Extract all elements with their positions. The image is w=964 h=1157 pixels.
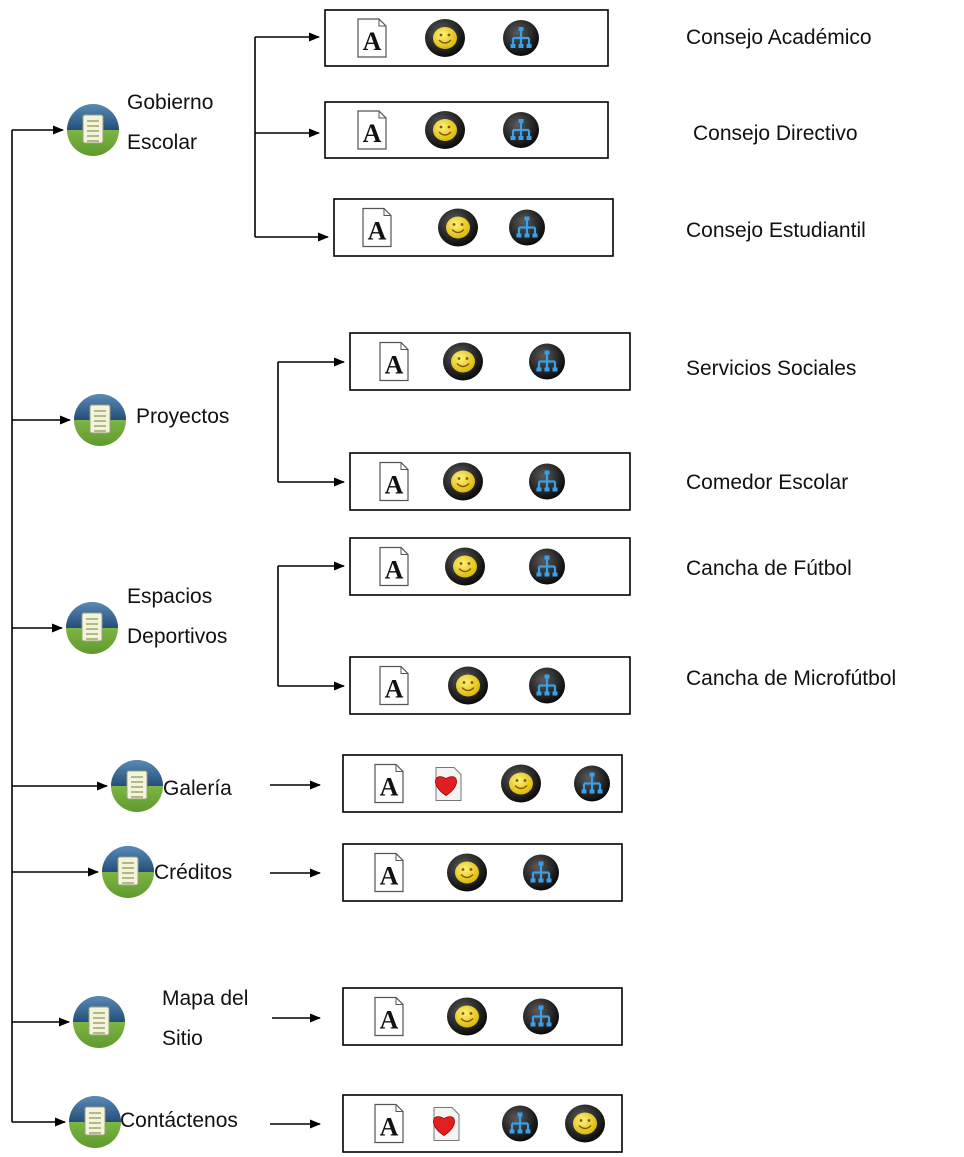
- document-a-icon: A: [362, 207, 392, 248]
- svg-text:A: A: [380, 862, 399, 891]
- document-a-icon: A: [357, 110, 387, 150]
- smiley-icon: [565, 1104, 605, 1143]
- section-node-icon: [102, 846, 154, 898]
- icon-box: A: [324, 9, 609, 67]
- section-label: Deportivos: [127, 625, 228, 648]
- section-node-icon: [111, 760, 163, 812]
- svg-text:A: A: [368, 217, 387, 246]
- smiley-icon: [445, 547, 485, 586]
- section-label: Galería: [163, 777, 232, 800]
- smiley-icon: [501, 764, 541, 803]
- sitemap-icon: [503, 112, 539, 148]
- smiley-icon: [447, 853, 487, 892]
- smiley-icon: [447, 997, 487, 1036]
- section-nodes: [66, 104, 163, 1148]
- child-label: Cancha de Fútbol: [686, 557, 852, 580]
- sitemap-icon: [523, 854, 559, 891]
- section-label: Mapa del: [162, 987, 249, 1010]
- icon-box: A: [349, 656, 631, 715]
- section-label: Contáctenos: [120, 1109, 238, 1132]
- svg-text:A: A: [380, 1113, 399, 1142]
- document-a-icon: A: [379, 546, 409, 587]
- smiley-icon: [448, 666, 488, 705]
- sitemap-icon: [529, 343, 565, 380]
- svg-text:A: A: [363, 119, 382, 148]
- sitemap-icon: [529, 548, 565, 585]
- section-label: Espacios: [127, 585, 213, 608]
- smiley-icon: [425, 111, 465, 149]
- icon-box: A: [324, 101, 609, 159]
- icon-box: A: [342, 1094, 623, 1153]
- svg-text:A: A: [363, 27, 382, 56]
- document-a-icon: A: [379, 461, 409, 502]
- section-node-icon: [66, 602, 118, 654]
- child-label: Cancha de Microfútbol: [686, 667, 897, 690]
- sitemap-icon: [529, 463, 565, 500]
- smiley-icon: [443, 462, 483, 501]
- connector-lines: [11, 32, 346, 1129]
- sitemap-icon: [509, 209, 545, 246]
- child-label: Consejo Académico: [686, 26, 872, 49]
- document-a-icon: A: [379, 665, 409, 706]
- icon-box: A: [349, 452, 631, 511]
- sitemap-icon: [503, 20, 539, 56]
- icon-box: A: [349, 332, 631, 391]
- child-label: Comedor Escolar: [686, 471, 849, 494]
- sitemap-icon: [574, 765, 610, 802]
- section-label: Gobierno: [127, 91, 214, 114]
- icon-box: A: [333, 198, 614, 257]
- section-label: Sitio: [162, 1027, 203, 1050]
- child-label: Consejo Estudiantil: [686, 219, 866, 242]
- smiley-icon: [425, 19, 465, 57]
- svg-text:A: A: [380, 1006, 399, 1035]
- icon-boxes: A A A A A A A A A A A: [324, 9, 631, 1153]
- document-a-icon: A: [379, 341, 409, 382]
- svg-text:A: A: [385, 471, 404, 500]
- icon-box: A: [342, 987, 623, 1046]
- section-node-icon: [67, 104, 119, 156]
- section-label: Escolar: [127, 131, 198, 154]
- svg-text:A: A: [385, 556, 404, 585]
- heart-page-icon: [433, 1107, 460, 1141]
- sitemap-icon: [529, 667, 565, 704]
- sitemap-icon: [502, 1105, 538, 1142]
- child-label: Consejo Directivo: [693, 122, 858, 145]
- smiley-icon: [443, 342, 483, 381]
- icon-box: A: [342, 843, 623, 902]
- document-a-icon: A: [357, 18, 387, 58]
- icon-box: A: [342, 754, 623, 813]
- document-a-icon: A: [374, 996, 404, 1037]
- sitemap-icon: [523, 998, 559, 1035]
- section-node-icon: [69, 1096, 121, 1148]
- section-label: Proyectos: [136, 405, 230, 428]
- section-label: Créditos: [154, 861, 233, 884]
- icon-box: A: [349, 537, 631, 596]
- svg-text:A: A: [385, 675, 404, 704]
- document-a-icon: A: [374, 1103, 404, 1144]
- section-node-icon: [73, 996, 125, 1048]
- document-a-icon: A: [374, 763, 404, 804]
- heart-page-icon: [435, 767, 462, 801]
- child-label: Servicios Sociales: [686, 357, 857, 380]
- svg-text:A: A: [380, 773, 399, 802]
- svg-text:A: A: [385, 351, 404, 380]
- section-node-icon: [74, 394, 126, 446]
- document-a-icon: A: [374, 852, 404, 893]
- smiley-icon: [438, 208, 478, 247]
